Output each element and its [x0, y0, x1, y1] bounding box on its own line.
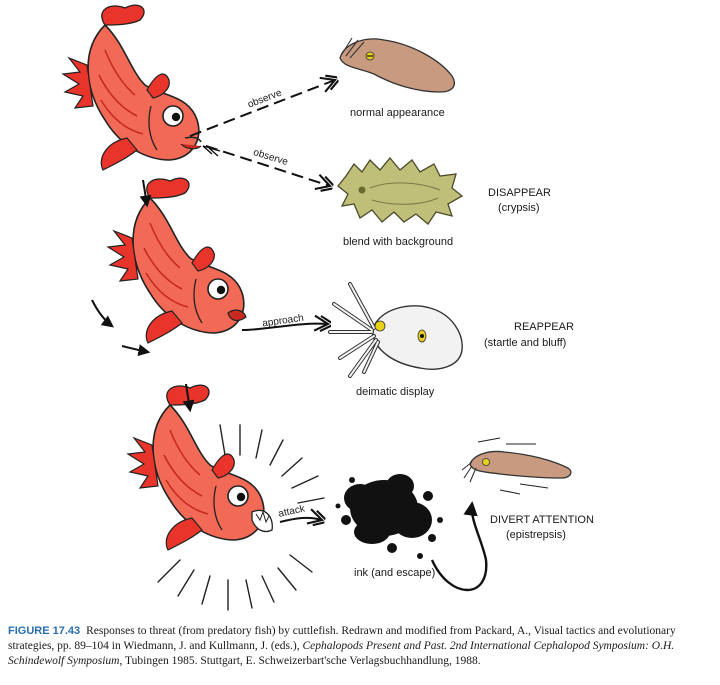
disappear-subtitle: (crypsis) [498, 202, 540, 214]
caption-italic-title: Cephalopods Present and Past. 2nd Intern… [8, 640, 675, 667]
observe-arrow-normal: observe [189, 80, 335, 137]
ink-cloud: ink (and escape) [335, 474, 443, 579]
ink-and-escape-label: ink (and escape) [354, 567, 435, 579]
cuttlefish-normal: normal appearance [339, 37, 455, 119]
fish-attacking [127, 384, 273, 551]
attack-arrow: attack [277, 503, 322, 522]
figure-label: FIGURE 17.43 [8, 625, 81, 637]
caption-text-1: Responses to threat (from predatory fish… [8, 625, 676, 652]
fish-observing [62, 4, 202, 171]
escape-path-arrow [430, 501, 488, 592]
deimatic-display-label: deimatic display [356, 386, 435, 398]
cuttlefish-escaping [461, 437, 572, 495]
cuttlefish-deimatic: deimatic display [328, 282, 463, 398]
normal-appearance-label: normal appearance [350, 107, 445, 119]
caption-text-2: , Tubingen 1985. Stuttgart, E. Schweizer… [119, 655, 481, 667]
sequence-arrows [91, 179, 195, 413]
observe-arrow-cryptic: observe [202, 145, 330, 186]
observe-label-2: observe [252, 147, 290, 168]
reappear-title: REAPPEAR [514, 321, 574, 333]
reappear-subtitle: (startle and bluff) [484, 337, 566, 349]
divert-title: DIVERT ATTENTION [490, 514, 594, 526]
disappear-title: DISAPPEAR [488, 187, 551, 199]
blend-with-background-label: blend with background [343, 236, 453, 248]
divert-subtitle: (epistrepsis) [506, 529, 566, 541]
approach-arrow: approach [241, 313, 328, 330]
attack-burst-rays [157, 424, 325, 611]
cuttlefish-cryptic: blend with background [337, 156, 464, 248]
fish-approaching [107, 177, 247, 344]
